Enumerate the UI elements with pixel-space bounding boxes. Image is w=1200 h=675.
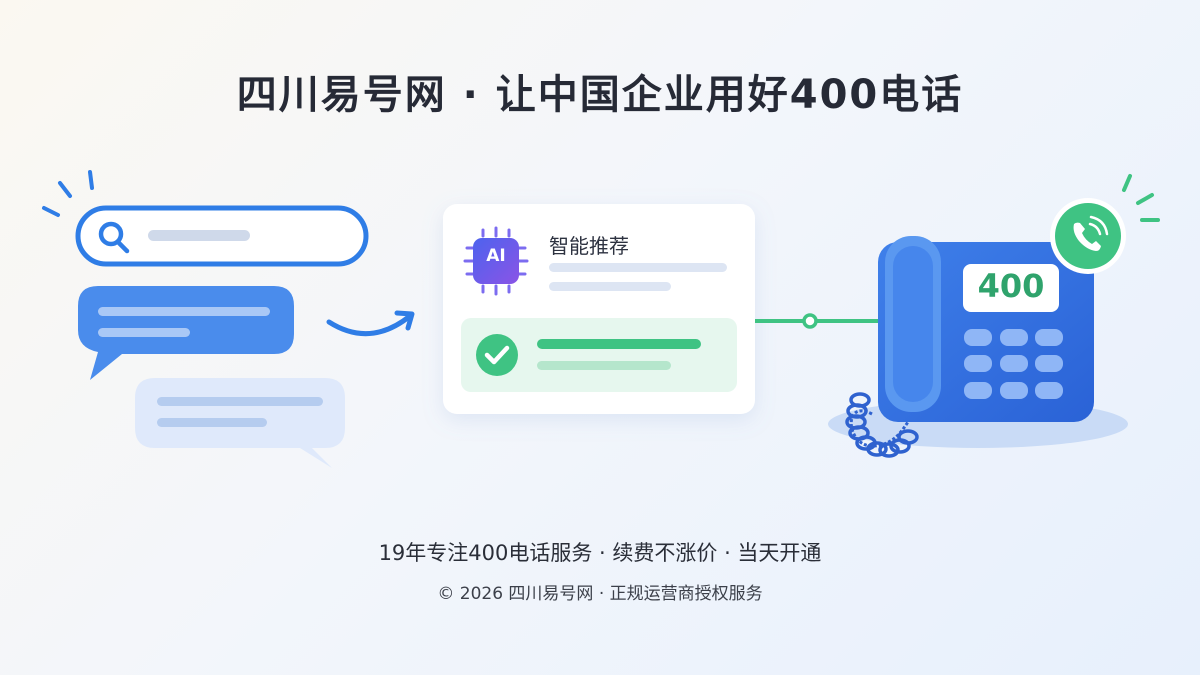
phone-screen-number: 400 (977, 267, 1045, 305)
card-title: 智能推荐 (549, 234, 629, 258)
copyright: © 2026 四川易号网 · 正规运营商授权服务 (437, 584, 763, 604)
page-title: 四川易号网 · 让中国企业用好400电话 (236, 72, 964, 118)
sparkle-icon-right (1122, 174, 1160, 222)
ai-chip-label: AI (486, 246, 506, 266)
ai-chip-icon (463, 226, 529, 296)
chat-bubble-icon (78, 286, 294, 380)
search-icon (98, 221, 130, 254)
telephone-icon (828, 236, 1128, 458)
tagline: 19年专注400电话服务 · 续费不涨价 · 当天开通 (378, 541, 822, 565)
check-icon (476, 334, 518, 376)
arrow-icon (326, 310, 415, 337)
call-icon (1050, 198, 1126, 274)
recommendation-card (443, 204, 755, 414)
search-bar (75, 205, 369, 267)
sparkle-icon (42, 170, 94, 217)
connector-line (755, 313, 880, 329)
chat-bubble-light-icon (135, 378, 345, 468)
